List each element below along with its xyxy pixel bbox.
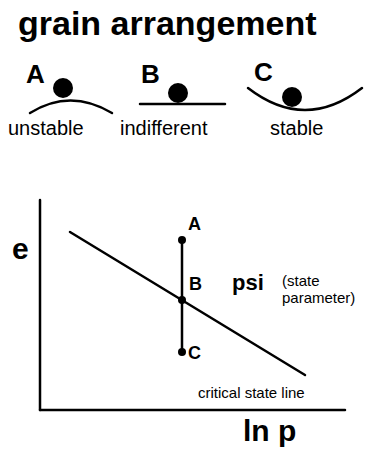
- parameter-symbol: psi: [232, 270, 264, 295]
- case-letter: C: [254, 58, 273, 88]
- title: grain arrangement: [18, 4, 317, 43]
- point-label: C: [188, 343, 201, 364]
- axis-label: e: [12, 232, 29, 267]
- case-letter: A: [26, 60, 45, 90]
- case-caption: unstable: [8, 117, 84, 140]
- grain: [53, 78, 73, 98]
- point-label: B: [189, 274, 202, 295]
- y-axis: [39, 200, 42, 410]
- flat-surface: [140, 103, 225, 106]
- grain: [168, 83, 188, 103]
- convex-surface: [30, 101, 112, 114]
- critical-state-line: [70, 232, 305, 375]
- case-caption: indifferent: [120, 117, 207, 140]
- state-point: [178, 348, 186, 356]
- state-point: [178, 296, 186, 304]
- state-point: [178, 236, 186, 244]
- concave-surface: [248, 88, 362, 110]
- x-axis: [40, 409, 345, 412]
- parameter-note: (state parameter): [282, 272, 366, 307]
- axis-label: ln p: [243, 414, 296, 449]
- point-label: A: [188, 214, 201, 235]
- case-letter: B: [141, 60, 160, 90]
- line-label: critical state line: [198, 384, 305, 401]
- case-caption: stable: [270, 117, 323, 140]
- grain: [282, 87, 302, 107]
